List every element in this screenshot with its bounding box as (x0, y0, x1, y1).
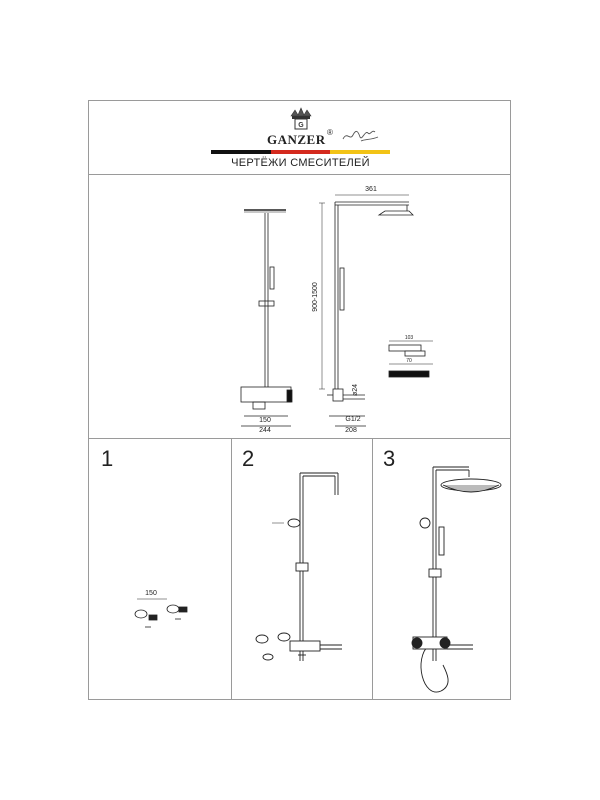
dim-thread: G1/2 (345, 416, 360, 423)
side-view (319, 194, 414, 427)
registered-mark: ® (327, 128, 333, 137)
svg-text:G: G (298, 122, 304, 129)
flag-black (211, 150, 271, 154)
step-number-3: 3 (383, 446, 396, 471)
dim-diameter: ø24 (352, 384, 359, 396)
brand-name: GANZER (267, 132, 326, 147)
flag-yellow (330, 150, 391, 154)
technical-drawing: 361 900-1500 150 244 ø24 G1/2 208 103 70 (240, 186, 433, 434)
dim-detail-b: 70 (406, 358, 412, 364)
dim-outlet-spacing: 150 (259, 417, 271, 424)
detail-views (388, 340, 433, 378)
dim-body-width: 244 (259, 427, 271, 434)
step-divider-2 (372, 438, 373, 699)
drawing-sheet: G GANZER ® ЧЕРТЁЖИ СМЕСИТЕЛЕЙ (88, 100, 511, 700)
header-divider (89, 174, 510, 175)
signature-icon (342, 130, 379, 142)
step-divider-1 (231, 438, 232, 699)
dim-projection: 208 (345, 427, 357, 434)
flag-red (270, 150, 331, 154)
flag-stripe (211, 150, 391, 154)
dim-detail-a: 103 (405, 335, 414, 341)
dim-height-range: 900-1500 (312, 282, 319, 312)
crown-logo-icon: G (290, 107, 312, 130)
section-divider (89, 438, 510, 439)
step-number-1: 1 (101, 446, 114, 471)
step-3-drawing (411, 466, 502, 693)
step-number-2: 2 (242, 446, 255, 471)
step-2-drawing (255, 472, 342, 661)
step-1-drawing: 150 (134, 590, 188, 628)
step-1-spacing: 150 (145, 590, 157, 597)
front-view (240, 209, 293, 427)
page-subtitle: ЧЕРТЁЖИ СМЕСИТЕЛЕЙ (231, 157, 370, 169)
dim-reach: 361 (365, 186, 377, 193)
